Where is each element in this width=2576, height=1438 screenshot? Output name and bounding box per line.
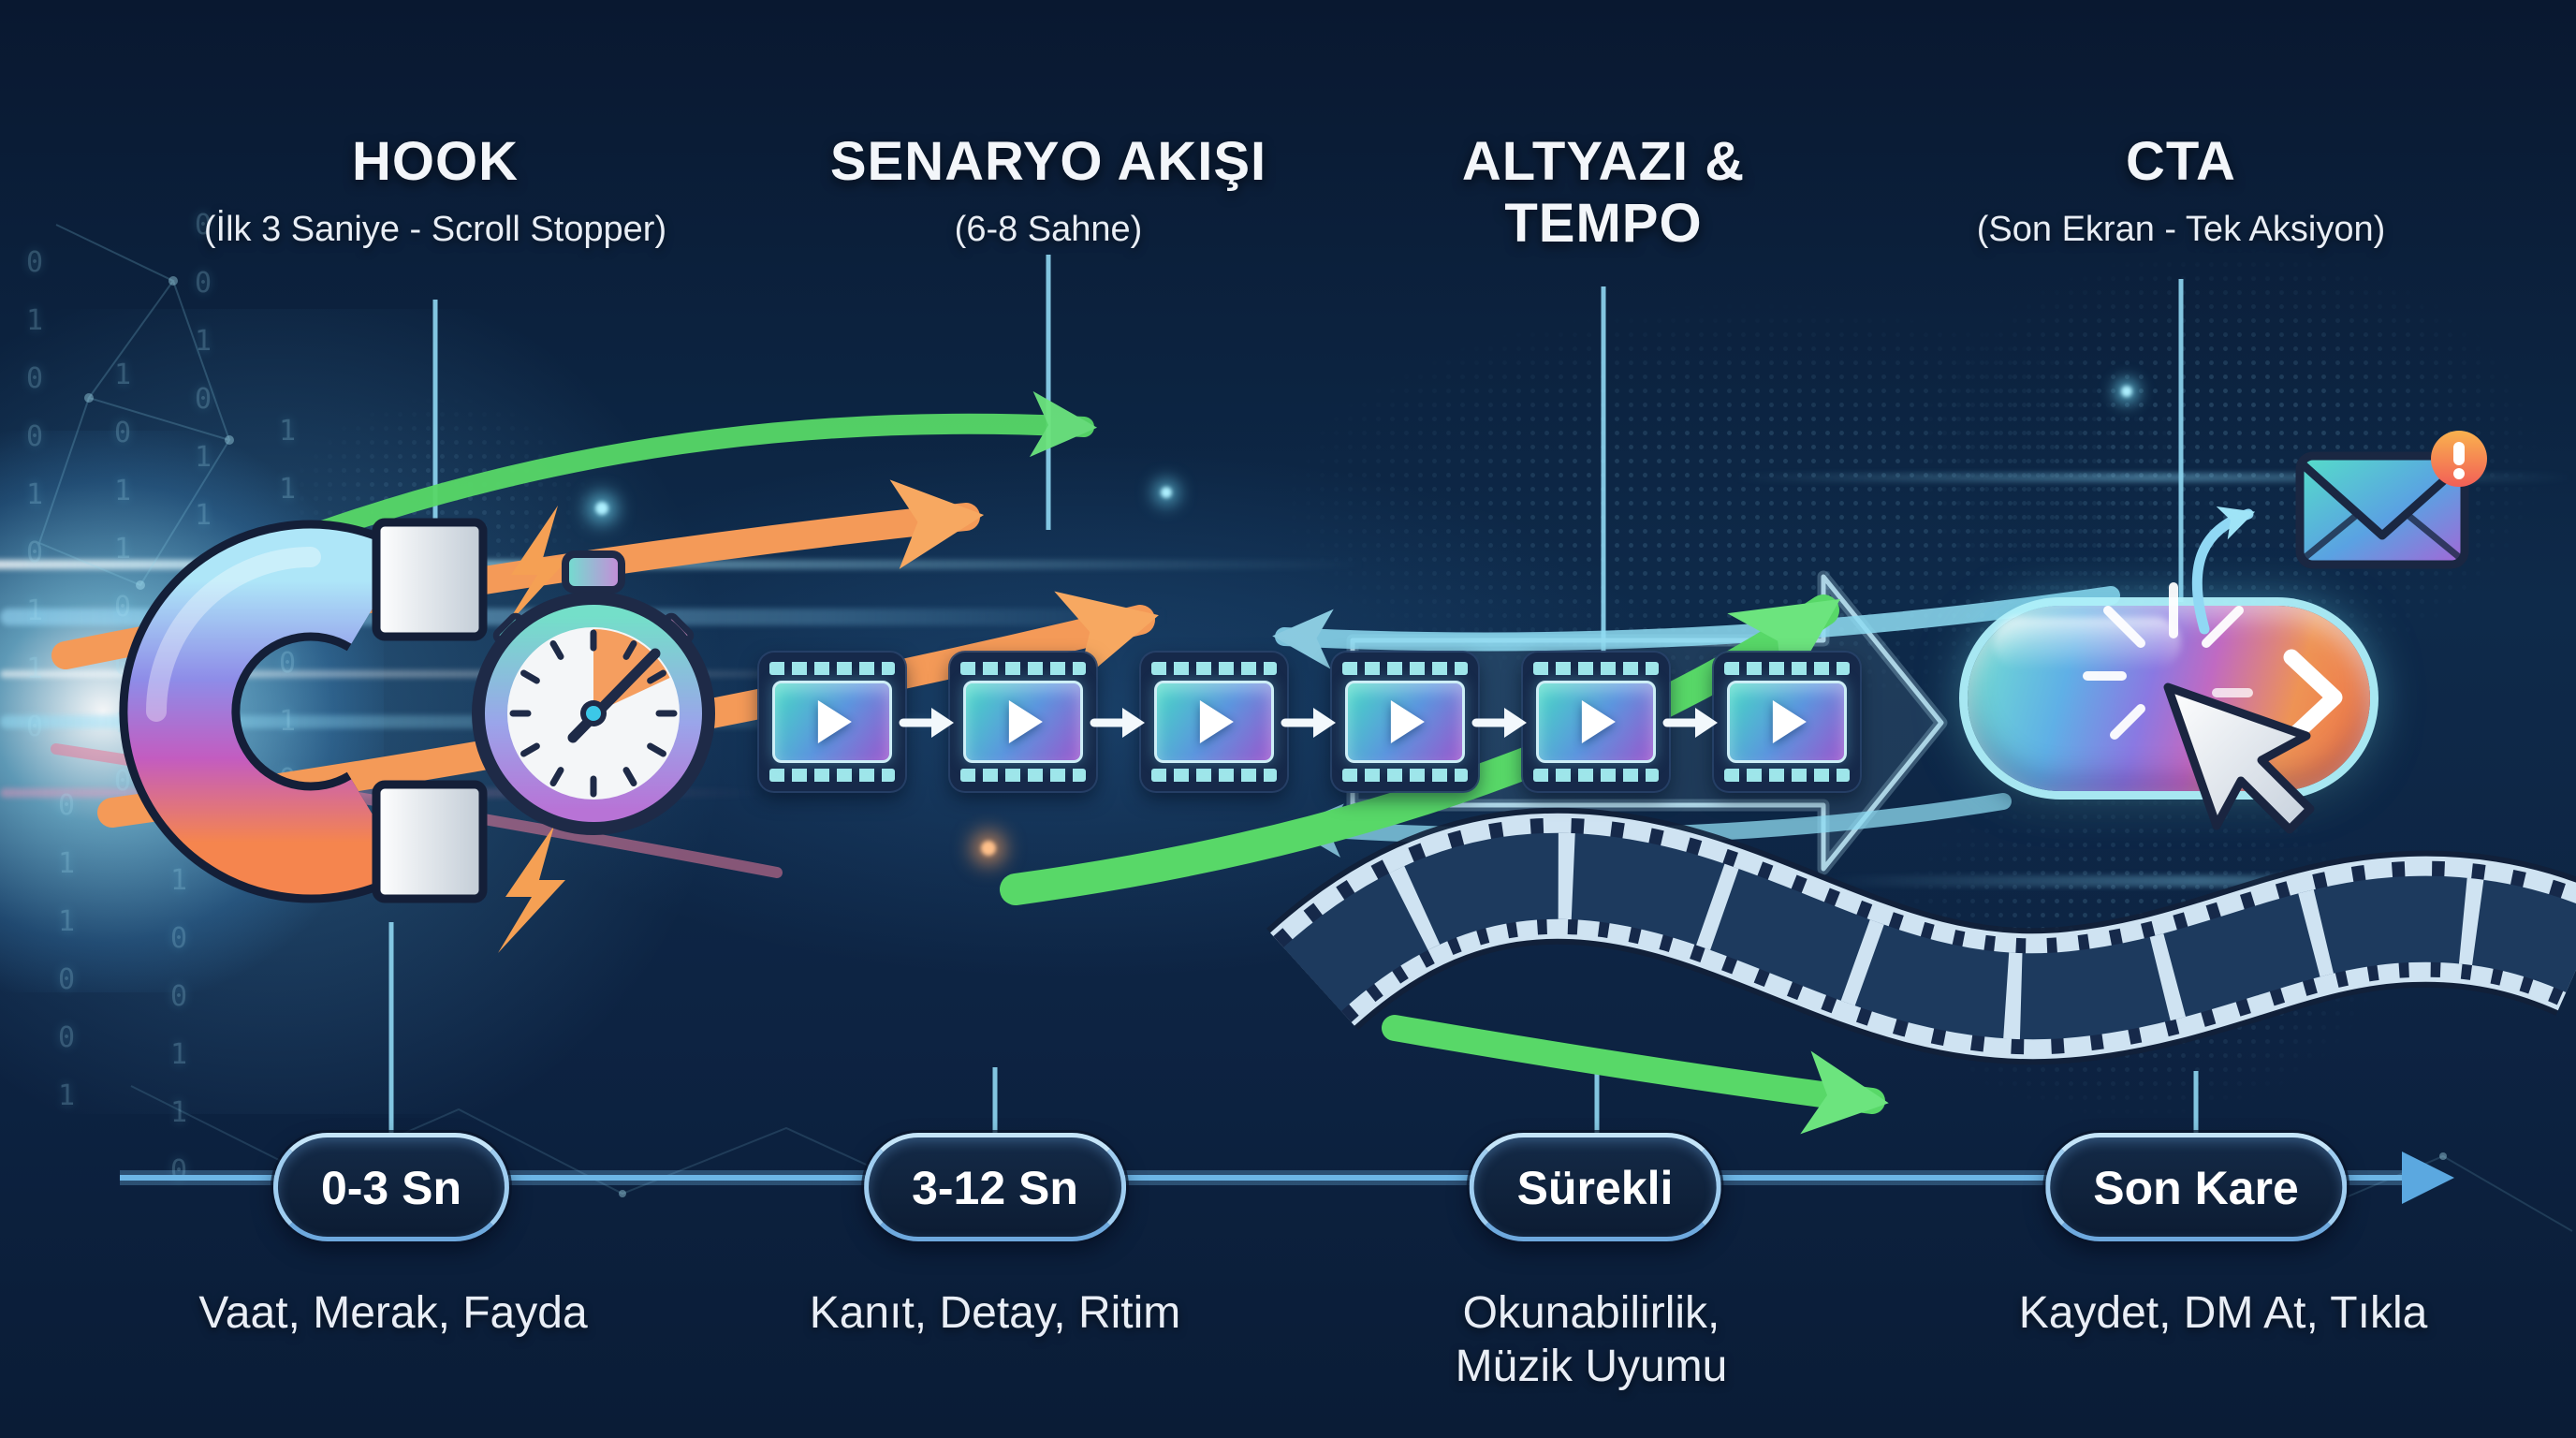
mail-curve-arrow — [2191, 506, 2256, 635]
film-strip — [1266, 807, 2576, 1065]
glow-particle — [1161, 487, 1172, 498]
chevron-right-icon — [2283, 649, 2343, 746]
film-frame-play-icon — [1714, 653, 1860, 791]
stage-subtitle-cta: (Son Ekran - Tek Aksiyon) — [1976, 210, 2386, 249]
film-frame-play-icon — [1141, 653, 1287, 791]
timeline-arrow-icon — [2402, 1152, 2454, 1204]
green-swoosh-arrow — [266, 390, 1098, 558]
timeline-badge-3-12sn: 3-12 Sn — [864, 1133, 1126, 1241]
stage-subtitle-hook: (İlk 3 Saniye - Scroll Stopper) — [203, 210, 667, 249]
film-frame-play-icon — [759, 653, 905, 791]
stage-title-senaryo: SENARYO AKIŞI — [829, 131, 1267, 192]
binary-code-column: 1 0 0 1 1 0 — [170, 864, 188, 1187]
cursor-icon — [2163, 682, 2315, 834]
click-burst-icon — [2083, 582, 2253, 740]
glow-particle — [981, 841, 996, 856]
note-cta: Kaydet, DM At, Tıkla — [2018, 1288, 2428, 1338]
glow-particle — [2121, 386, 2132, 397]
timeline-badge-0-3sn: 0-3 Sn — [272, 1133, 510, 1241]
magnet-icon — [119, 518, 488, 903]
cyan-left-arrow — [1272, 586, 2120, 669]
frame-step-arrows — [899, 708, 1718, 738]
glow-particle — [595, 502, 608, 515]
film-frame-play-icon — [1332, 653, 1478, 791]
film-frame-play-icon — [950, 653, 1096, 791]
lightning-bolt-icon — [498, 506, 569, 953]
timeline-badge-sonkare: Son Kare — [2045, 1133, 2347, 1241]
green-down-arrow — [1382, 1015, 1889, 1135]
stage-subtitle-senaryo: (6-8 Sahne) — [954, 210, 1143, 249]
speed-streak — [1732, 473, 2574, 482]
binary-code-column: 0 1 0 0 1 0 1 1 0 — [26, 246, 44, 743]
stage-title-altyazi: ALTYAZI &TEMPO — [1461, 131, 1746, 254]
binary-code-column: 0 1 1 0 0 1 — [58, 789, 76, 1112]
envelope-icon — [2295, 451, 2469, 569]
film-frame-play-icon — [1523, 653, 1669, 791]
notification-badge-icon — [2431, 431, 2487, 487]
stage-title-hook: HOOK — [352, 131, 519, 192]
stopwatch-icon — [472, 550, 715, 835]
note-hook: Vaat, Merak, Fayda — [198, 1288, 588, 1338]
note-senaryo: Kanıt, Detay, Ritim — [809, 1288, 1181, 1338]
note-altyazi: Okunabilirlik,Müzik Uyumu — [1455, 1288, 1728, 1391]
stage-title-cta: CTA — [2126, 131, 2236, 192]
timeline-badge-surekli: Sürekli — [1469, 1133, 1721, 1241]
speed-streak — [0, 670, 889, 678]
